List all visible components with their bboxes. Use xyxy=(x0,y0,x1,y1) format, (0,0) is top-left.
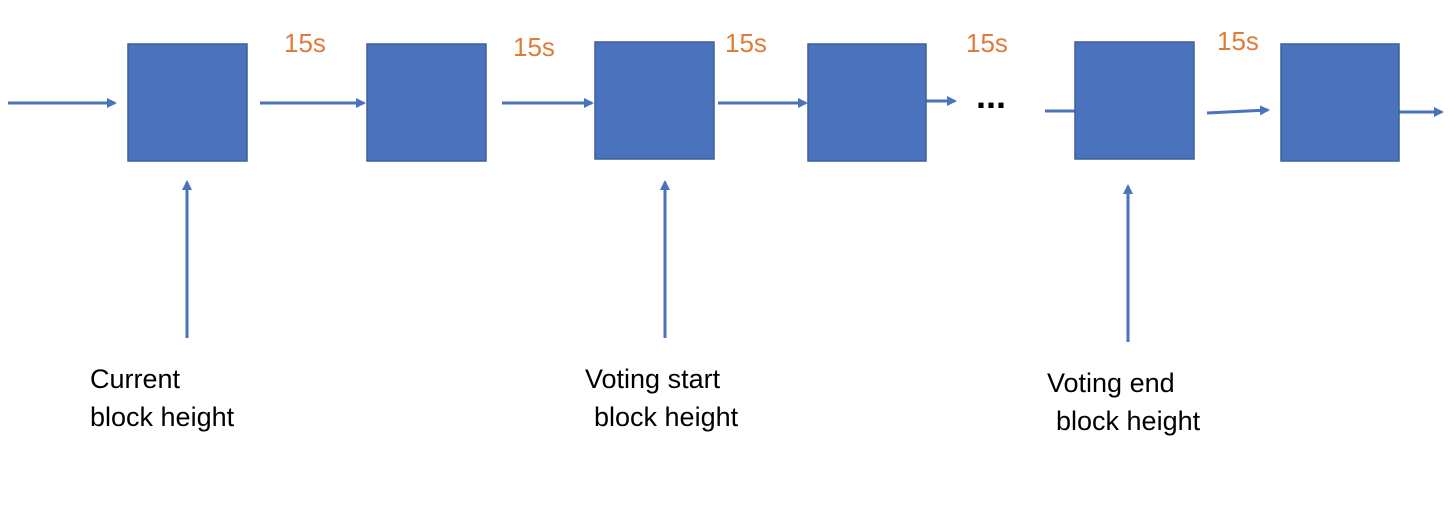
block-4 xyxy=(807,43,927,162)
chain-arrow-6 xyxy=(1206,105,1270,116)
block-6 xyxy=(1280,43,1400,162)
block-1 xyxy=(127,43,248,162)
caption-current-line2: block height xyxy=(90,402,235,432)
caption-voting-end-line2: block height xyxy=(1056,406,1201,436)
block-2 xyxy=(366,43,487,162)
interval-label-1: 15s xyxy=(284,28,326,58)
block-5 xyxy=(1074,41,1195,160)
chain-ellipsis: ... xyxy=(976,75,1006,116)
caption-voting-start-line1: Voting start xyxy=(585,364,721,394)
block-3 xyxy=(594,41,715,160)
interval-label-3: 15s xyxy=(725,28,767,58)
interval-label-2: 15s xyxy=(513,32,555,62)
interval-label-4: 15s xyxy=(966,28,1008,58)
interval-label-5: 15s xyxy=(1217,26,1259,56)
caption-voting-start-line2: block height xyxy=(594,402,739,432)
caption-voting-end-line1: Voting end xyxy=(1047,368,1175,398)
caption-current-line1: Current xyxy=(90,364,181,394)
